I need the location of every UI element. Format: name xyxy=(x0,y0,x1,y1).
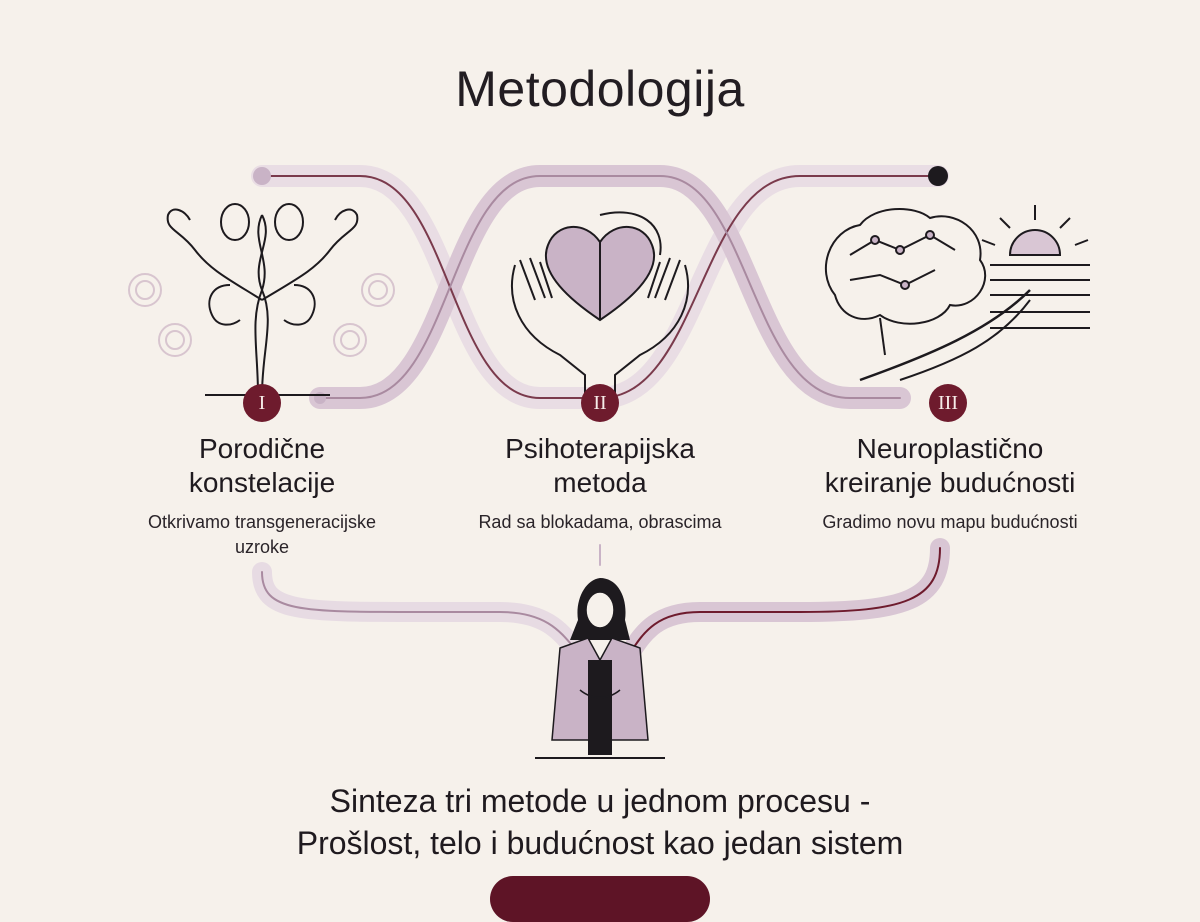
step-3-description-line-1: Gradimo novu mapu budućnosti xyxy=(822,512,1078,532)
step-3-column: Neuroplastično kreiranje budućnosti Grad… xyxy=(800,432,1100,535)
step-1-description-line-1: Otkrivamo transgeneracijske xyxy=(147,512,377,532)
synthesis-line-2: Prošlost, telo i budućnost kao jedan sis… xyxy=(296,825,904,861)
synthesis-statement: Sinteza tri metode u jednom procesu - Pr… xyxy=(0,780,1200,864)
step-3-title-line-1: Neuroplastično xyxy=(856,433,1044,464)
step-1-title-line-1: Porodične xyxy=(198,433,326,464)
flow-ribbon xyxy=(251,165,950,670)
step-2-column: Psihoterapijska metoda Rad sa blokadama,… xyxy=(450,432,750,535)
cta-button[interactable] xyxy=(490,876,710,922)
step-2-title-line-1: Psihoterapijska xyxy=(505,433,695,464)
flow-end-dot xyxy=(928,166,948,186)
step-1-description: Otkrivamo transgeneracijske uzroke xyxy=(112,510,412,560)
page-title: Metodologija xyxy=(455,61,745,117)
step-1-column: Porodične konstelacije Otkrivamo transge… xyxy=(112,432,412,560)
practitioner-figure xyxy=(535,578,665,759)
step-3-title-line-2: kreiranje budućnosti xyxy=(824,467,1076,498)
methodology-flow-diagram xyxy=(128,165,1090,759)
step-3-numeral-badge: III xyxy=(929,384,967,422)
step-2-title: Psihoterapijska metoda xyxy=(450,432,750,500)
flow-mid-dot xyxy=(314,392,326,404)
brain-sunrise-icon xyxy=(825,205,1090,382)
step-1-numeral-badge: I xyxy=(243,384,281,422)
step-1-title-line-2: konstelacije xyxy=(188,467,336,498)
synthesis-line-1: Sinteza tri metode u jednom procesu - xyxy=(329,783,871,819)
step-2-title-line-2: metoda xyxy=(553,467,647,498)
step-2-numeral-badge: II xyxy=(581,384,619,422)
flow-start-dot xyxy=(253,167,271,185)
step-3-title: Neuroplastično kreiranje budućnosti xyxy=(800,432,1100,500)
step-2-description-line-1: Rad sa blokadama, obrascima xyxy=(478,512,722,532)
family-tree-faces-icon xyxy=(128,203,395,396)
step-3-description: Gradimo novu mapu budućnosti xyxy=(800,510,1100,535)
heart-in-hands-icon xyxy=(511,211,689,395)
step-2-description: Rad sa blokadama, obrascima xyxy=(450,510,750,535)
step-1-title: Porodične konstelacije xyxy=(112,432,412,500)
step-1-description-line-2: uzroke xyxy=(234,537,290,557)
